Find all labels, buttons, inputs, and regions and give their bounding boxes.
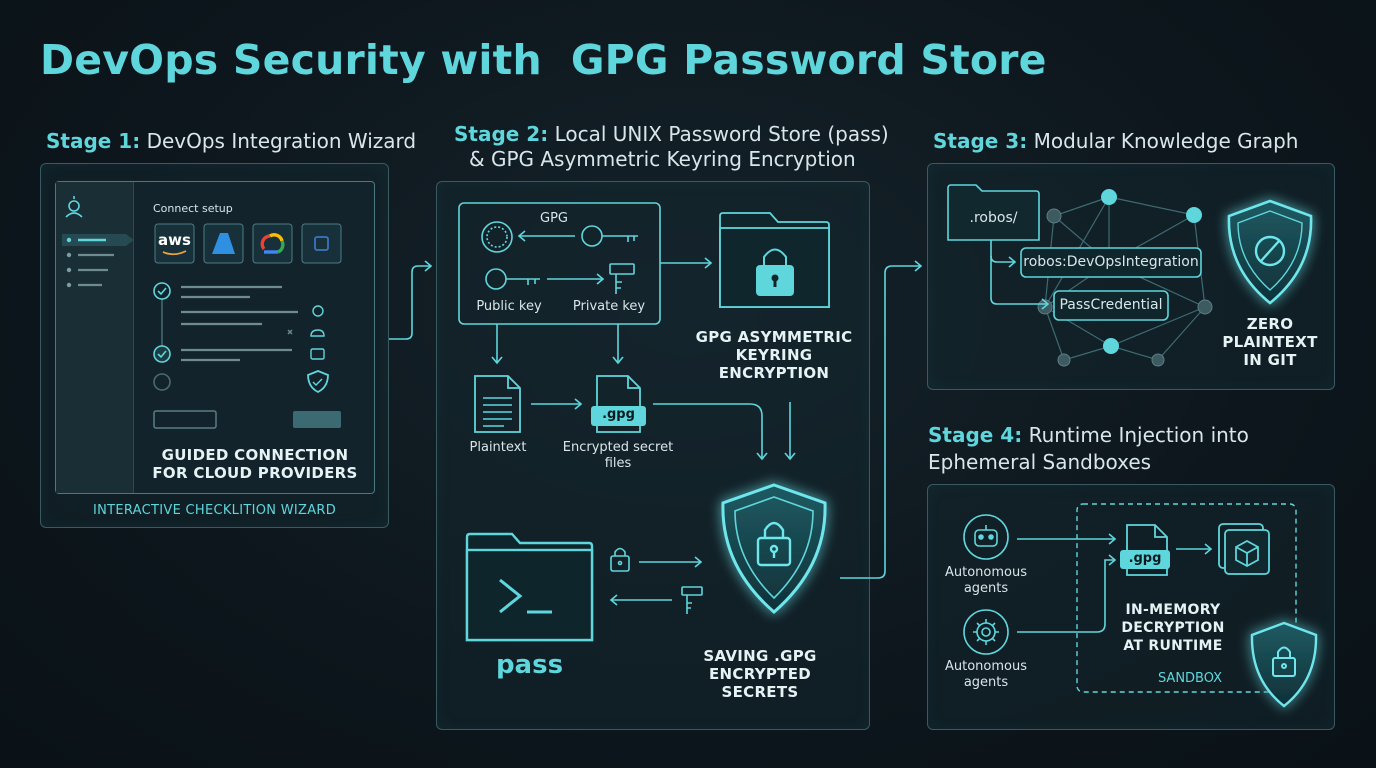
shield-lock-icon	[756, 521, 792, 567]
public-key-label: Public key	[476, 299, 542, 314]
runtime-gpg-badge: .gpg	[1128, 551, 1162, 566]
generic-cloud-icon	[314, 236, 329, 251]
gear-agent-icon	[963, 609, 1009, 655]
encryption-folder-icon	[719, 212, 830, 308]
stage4-heading-line2: Ephemeral Sandboxes	[928, 450, 1152, 474]
sidebar-items	[62, 234, 134, 288]
robot-agent-icon	[963, 514, 1009, 560]
node-pass-credential	[1053, 290, 1169, 321]
public-key-icon	[485, 268, 540, 290]
provider-tiles	[154, 223, 342, 264]
pass-label: pass	[495, 650, 564, 680]
robos-folder-label: .robos/	[969, 210, 1018, 226]
gpg-label: GPG	[540, 211, 568, 226]
sandbox-boundary	[1076, 503, 1297, 693]
page-title: DevOps Security with GPG Password Store	[40, 36, 1047, 84]
stage4-heading: Stage 4: Runtime Injection into	[928, 423, 1249, 447]
no-entry-icon	[1254, 235, 1286, 267]
node-pass-credential-label: PassCredential	[1059, 297, 1163, 313]
stage2-heading: Stage 2: Local UNIX Password Store (pass…	[454, 122, 889, 146]
sandbox-lock-icon	[1272, 646, 1296, 677]
back-button	[153, 410, 217, 429]
pass-terminal-folder-icon	[465, 532, 594, 642]
gcp-icon	[260, 233, 285, 254]
small-key-icon	[681, 586, 703, 614]
big-shield-icon	[721, 483, 827, 614]
private-key-top-icon	[581, 225, 638, 247]
plaintext-document-icon	[474, 375, 521, 433]
plaintext-label: Plaintext	[469, 440, 527, 455]
private-key-bit-icon	[609, 263, 635, 294]
stage3-heading: Stage 3: Modular Knowledge Graph	[933, 129, 1299, 153]
wizard-footer: INTERACTIVE CHECKLITION WIZARD	[92, 503, 337, 518]
stage1-heading: Stage 1: DevOps Integration Wizard	[46, 129, 417, 153]
sandbox-label: SANDBOX	[1157, 671, 1223, 686]
checklist-lines	[181, 285, 298, 362]
robot-logo-icon	[65, 196, 83, 218]
cloud-icon	[310, 329, 325, 337]
container-cube-icon	[1218, 523, 1270, 575]
node-devops-integration	[1020, 247, 1202, 278]
robos-folder-icon	[947, 184, 1040, 241]
private-key-label: Private key	[572, 299, 646, 314]
stage2-heading-line2: & GPG Asymmetric Keyring Encryption	[469, 147, 856, 171]
small-lock-icon	[610, 547, 630, 572]
azure-icon	[212, 233, 235, 254]
gear-icon	[312, 305, 324, 317]
checklist-side-icons	[287, 305, 329, 394]
next-button	[293, 411, 341, 428]
node-devops-integration-label: robos:DevOpsIntegration	[1023, 254, 1199, 270]
keyring-icon	[481, 221, 513, 253]
connect-setup-label: Connect setup	[153, 202, 233, 215]
list-icon	[310, 348, 325, 360]
checklist	[153, 282, 171, 391]
aws-tile-label[interactable]: aws	[158, 231, 191, 249]
shield-check-icon	[307, 370, 329, 394]
wizard-sidebar	[56, 182, 134, 493]
gpg-file-badge: .gpg	[602, 407, 635, 422]
